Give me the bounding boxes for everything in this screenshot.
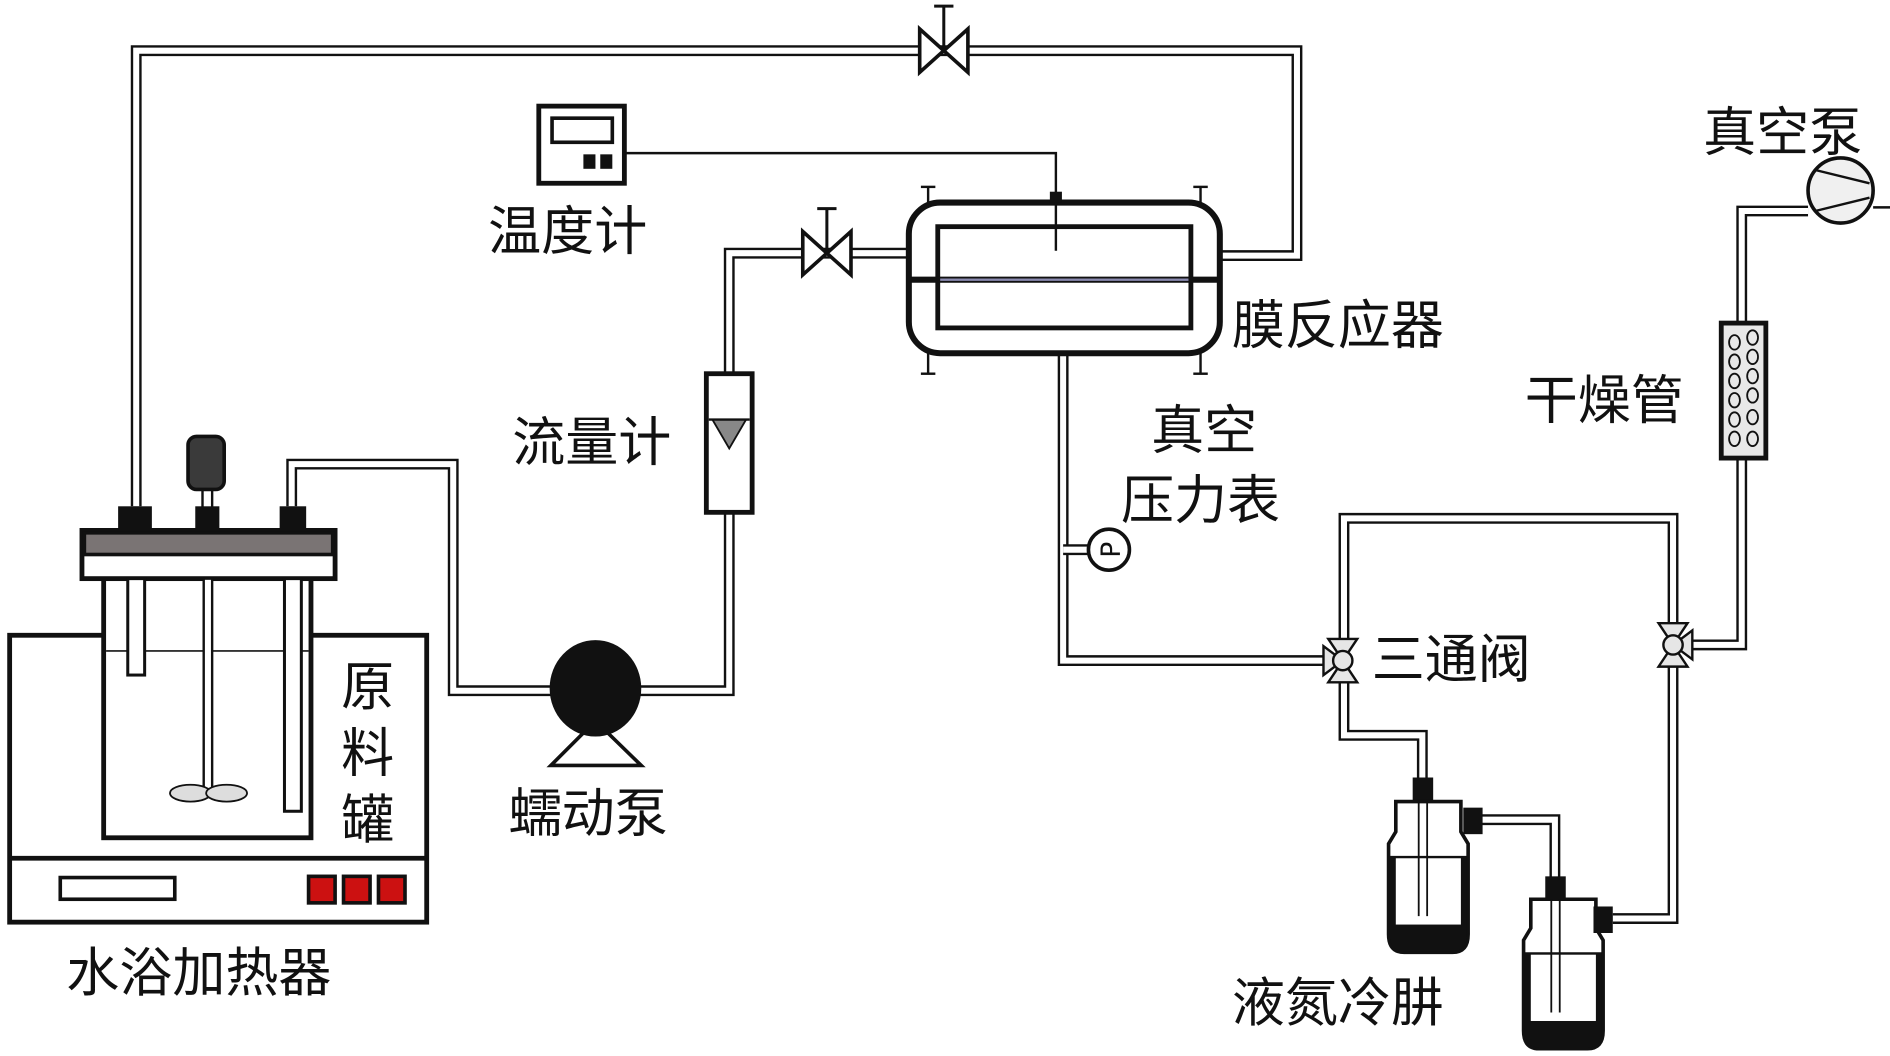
vacuum-pump (1806, 156, 1875, 225)
label-vacuum-gauge-1: 真空 (1151, 399, 1257, 461)
display-slot (58, 875, 177, 902)
label-peristaltic-pump: 蠕动泵 (509, 783, 668, 845)
label-flowmeter: 流量计 (512, 412, 671, 474)
label-three-way-valve: 三通阀 (1372, 628, 1531, 690)
label-vacuum-gauge-2: 压力表 (1121, 469, 1280, 531)
label-feed-tank: 罐 (341, 789, 394, 851)
trap-inlet-pipe (1338, 677, 1428, 782)
flowmeter (703, 371, 755, 515)
label-liquid-nitrogen-trap: 液氮冷肼 (1232, 972, 1444, 1034)
trap-outlet-pipe (1612, 665, 1679, 924)
stirrer-paddle (205, 783, 249, 803)
pressure-gauge-symbol: P (1096, 542, 1127, 558)
stirrer-motor (186, 434, 227, 492)
drying-tube (1718, 320, 1769, 461)
stirrer-paddle (169, 783, 212, 803)
heater-button (306, 874, 337, 905)
cold-trap-1 (1386, 777, 1483, 955)
cold-trap-2 (1521, 876, 1613, 1051)
thermometer (536, 103, 1058, 193)
label-water-bath-heater: 水浴加热器 (66, 942, 331, 1004)
three-way-valve-1 (1322, 637, 1360, 684)
membrane-reactor (905, 185, 1223, 375)
label-vacuum-pump: 真空泵 (1703, 102, 1862, 164)
needle-valve-top (917, 4, 970, 77)
label-feed-tank: 原 (341, 656, 394, 718)
label-thermometer: 温度计 (488, 201, 647, 263)
label-drying-tube: 干燥管 (1525, 369, 1684, 431)
heater-button (376, 874, 407, 905)
three-way-valve-2 (1656, 622, 1694, 668)
label-membrane-reactor: 膜反应器 (1232, 295, 1444, 357)
lid-band (82, 531, 335, 557)
peristaltic-pump (546, 640, 646, 768)
pressure-gauge: P (1086, 527, 1132, 572)
heater-button (341, 874, 372, 905)
needle-valve-feed (800, 207, 853, 279)
feed-tank (79, 434, 338, 841)
trap-link-pipe (1480, 814, 1561, 880)
bypass-pipe (1338, 512, 1679, 645)
label-feed-tank: 料 (341, 722, 394, 784)
